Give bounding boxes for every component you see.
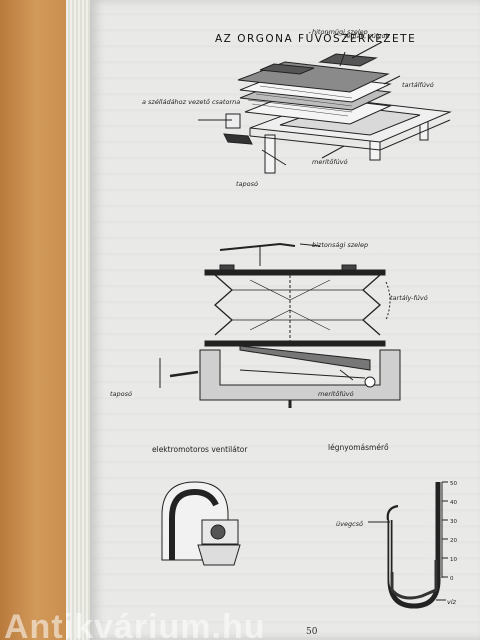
- pedal-top: [223, 133, 253, 145]
- fan-rotor: [210, 524, 226, 540]
- label-glass-tube: üvegcső: [336, 519, 364, 528]
- label-fan: elektromotoros ventilátor: [152, 445, 248, 454]
- brick-right: [318, 53, 378, 67]
- label-water: víz: [447, 598, 457, 606]
- label-tone-valves: hitonmügi szelep: [312, 28, 368, 36]
- tick-30: 30: [450, 519, 457, 525]
- label-pedal-top: taposó: [236, 180, 258, 188]
- fan-base: [197, 544, 241, 566]
- wind-duct: [225, 113, 241, 129]
- label-tank-mid: tartály-fúvó: [390, 294, 428, 302]
- page-number: 50: [306, 627, 318, 637]
- fan-shroud: [169, 488, 219, 560]
- label-valve: biztonsági szelep: [312, 241, 368, 249]
- brick-left: [259, 63, 315, 75]
- label-tank-top: tartálfúvó: [402, 81, 434, 89]
- pulley: [364, 376, 376, 388]
- u-tube: [387, 482, 441, 609]
- figure-fan: [161, 481, 241, 566]
- page-title: AZ ORGONA FÚVÓSZERKEZETE: [215, 32, 416, 45]
- tick-0: 0: [450, 576, 454, 582]
- tick-20: 20: [450, 538, 457, 544]
- figure-top-isometric: [198, 41, 452, 174]
- tick-10: 10: [450, 557, 457, 563]
- label-bricks: téglák, súlyok: [344, 32, 389, 40]
- stand-leg-left: [264, 134, 276, 174]
- valve-lever: [219, 242, 296, 251]
- base-box: [199, 349, 401, 401]
- page-illustrations: AZ ORGONA FÚVÓSZERKEZETE: [110, 28, 457, 637]
- water-column: [390, 560, 438, 600]
- label-pedal-mid: taposó: [110, 390, 132, 398]
- label-gauge: légnyomásmérő: [328, 443, 389, 452]
- label-bellows-top: merítőfúvó: [312, 157, 348, 166]
- pedal-mid: [169, 370, 199, 378]
- tank-bottom-board: [204, 340, 386, 347]
- label-wind-duct: a szélládához vezető csatorna: [142, 97, 240, 106]
- book-page: AZ ORGONA FÚVÓSZERKEZETE: [90, 0, 480, 640]
- feeder-bellows: [239, 345, 371, 371]
- label-bellows-mid: merítőfúvó: [318, 389, 354, 398]
- tick-50: 50: [450, 481, 457, 487]
- figure-middle-section: [159, 242, 401, 408]
- tick-40: 40: [450, 500, 457, 506]
- tank-top-board: [204, 269, 386, 276]
- figure-gauge: [368, 481, 448, 609]
